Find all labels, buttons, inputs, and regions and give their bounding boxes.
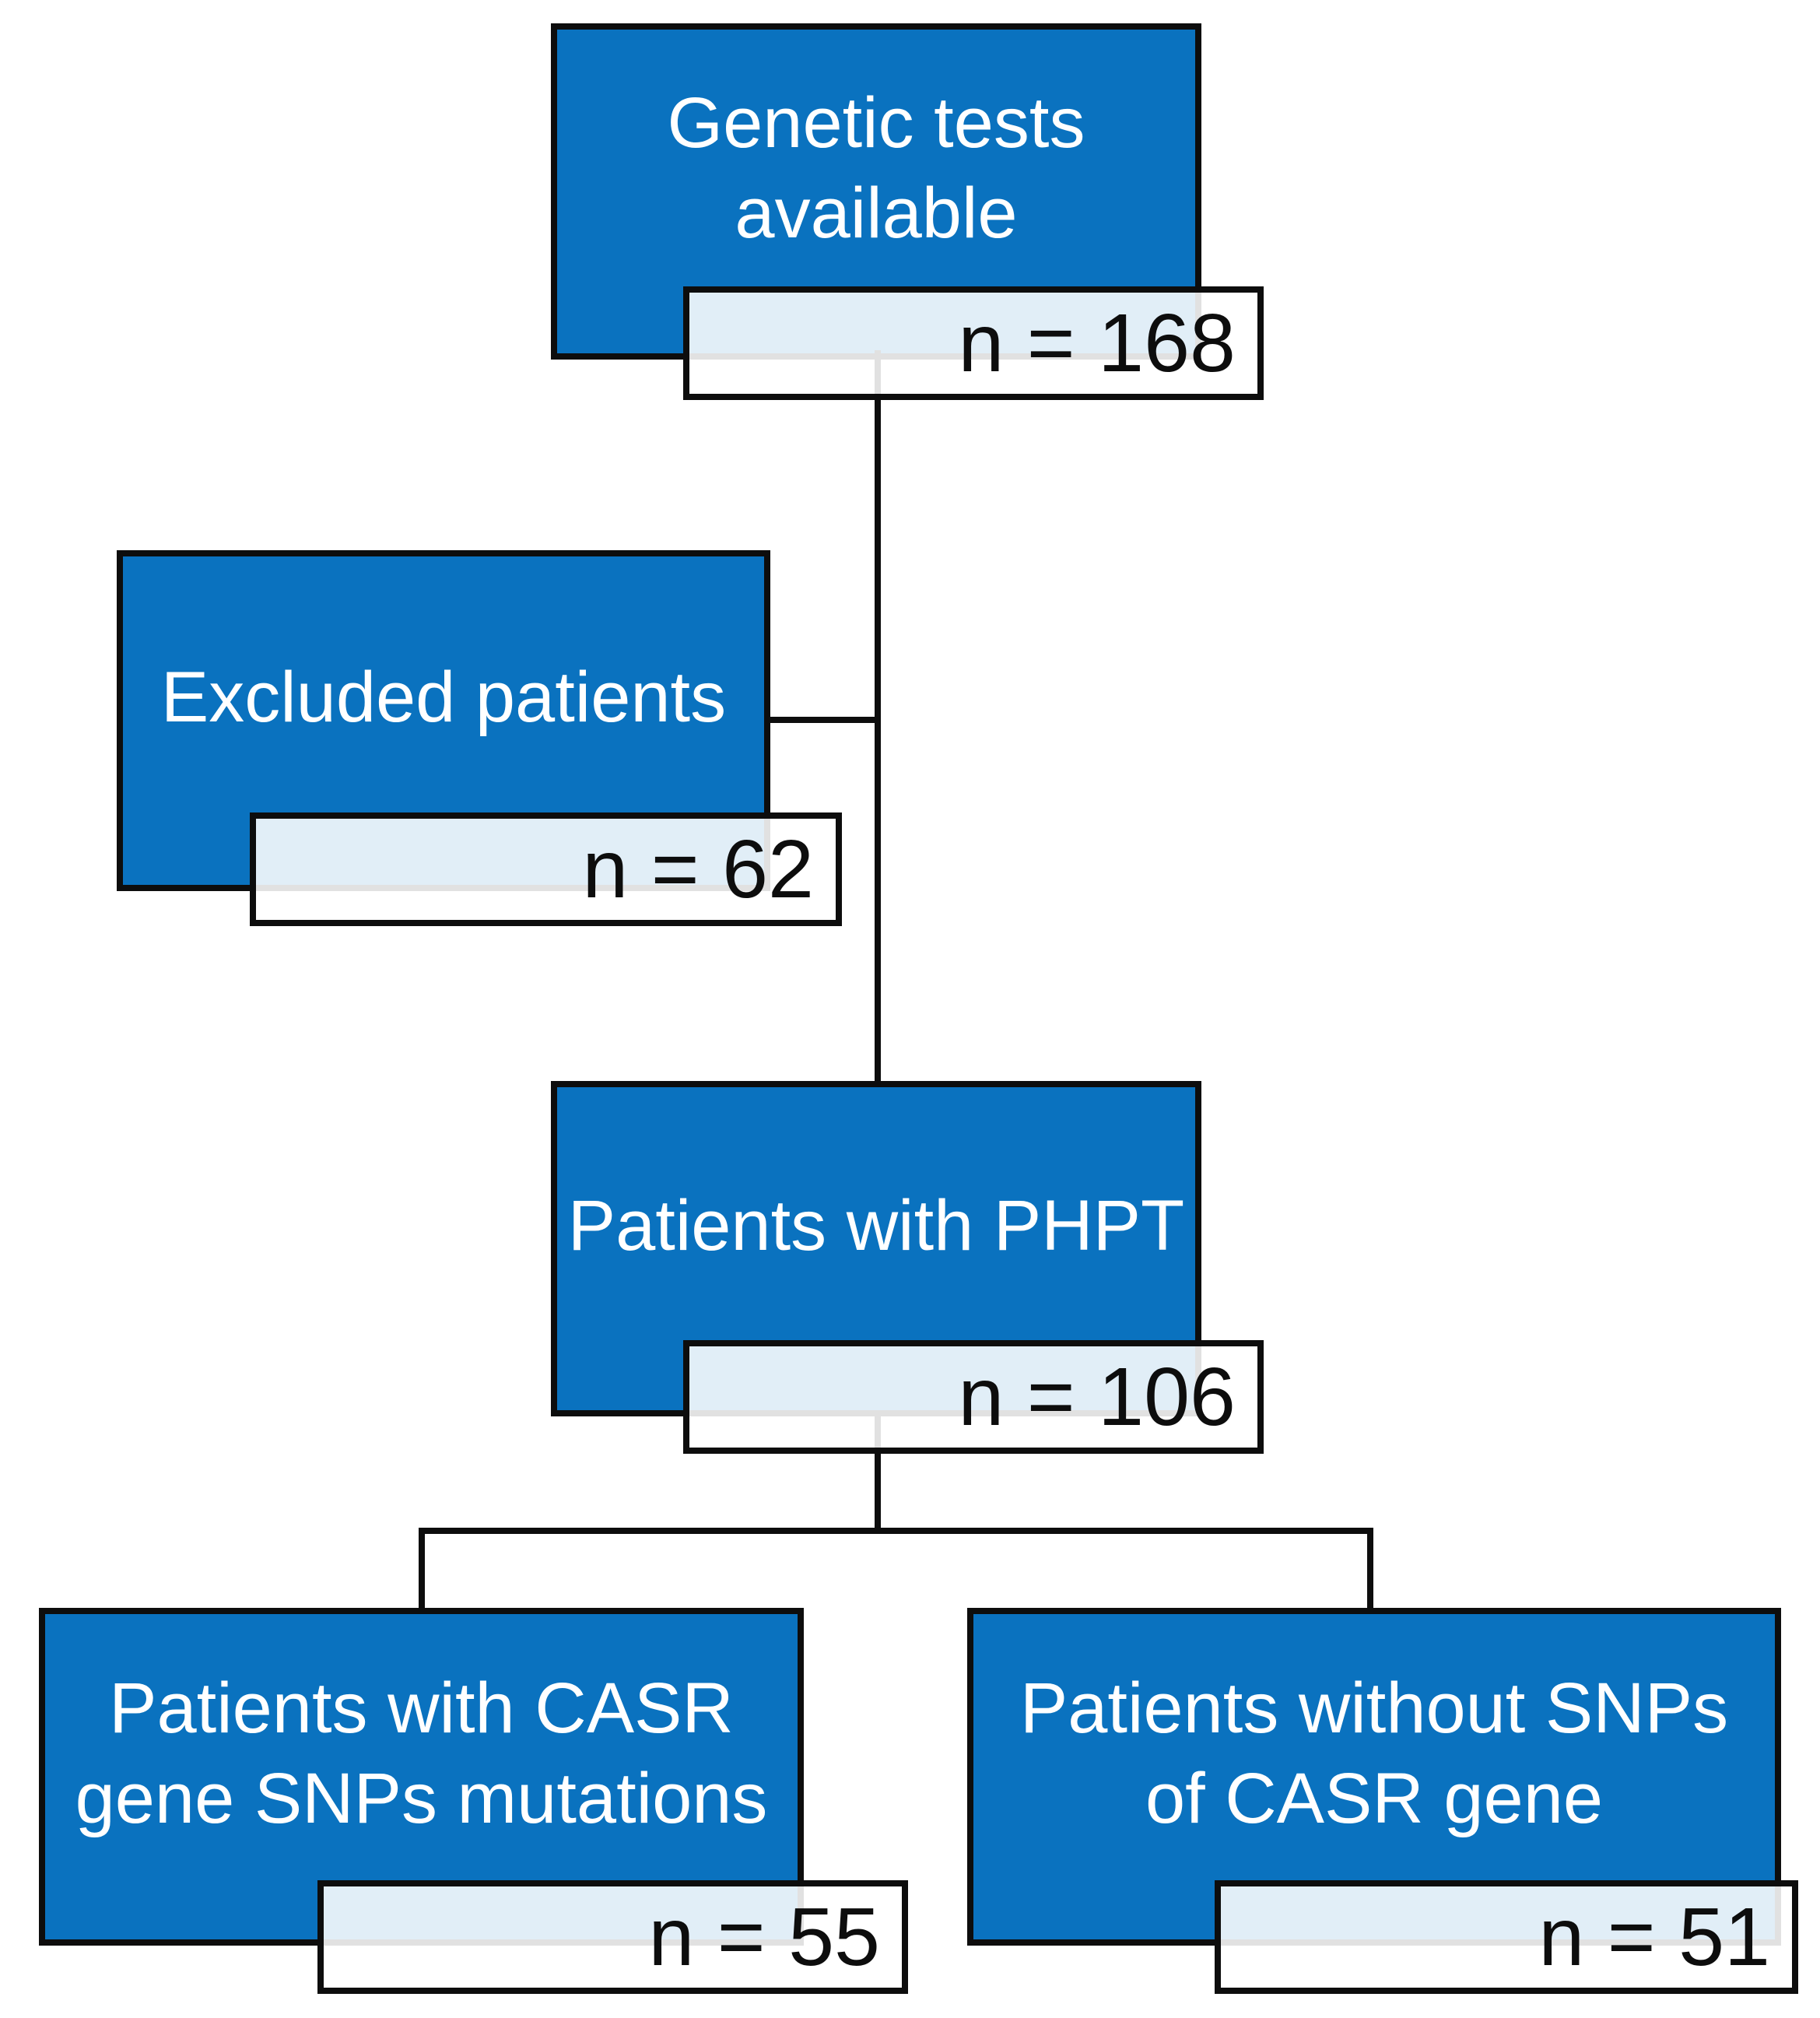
count-badge-without-snps: n = 51 bbox=[1215, 1880, 1798, 1994]
connector-excluded-branch bbox=[766, 717, 881, 723]
count-label: n = 106 bbox=[958, 1351, 1236, 1443]
connector-split-left-leg bbox=[419, 1528, 425, 1613]
connector-split-right-leg bbox=[1367, 1528, 1373, 1613]
connector-phpt-to-split bbox=[875, 1410, 881, 1534]
count-label: n = 55 bbox=[648, 1891, 880, 1983]
node-label-line: Excluded patients bbox=[160, 658, 727, 737]
node-label-line: Patients with CASR bbox=[109, 1669, 734, 1748]
node-label-line: of CASR gene bbox=[1145, 1759, 1604, 1838]
count-label: n = 62 bbox=[582, 823, 814, 915]
count-badge-phpt: n = 106 bbox=[683, 1340, 1264, 1454]
count-label: n = 51 bbox=[1538, 1891, 1770, 1983]
count-badge-genetic-tests: n = 168 bbox=[683, 286, 1264, 400]
node-label-line: Patients with PHPT bbox=[567, 1185, 1185, 1265]
node-label-line: Patients without SNPs bbox=[1019, 1669, 1729, 1748]
node-label-line: gene SNPs mutations bbox=[75, 1759, 768, 1838]
node-label-line: Genetic tests bbox=[667, 83, 1085, 163]
count-badge-excluded: n = 62 bbox=[250, 812, 842, 926]
connector-split-horizontal bbox=[419, 1528, 1373, 1534]
count-label: n = 168 bbox=[958, 297, 1236, 389]
node-label-line: available bbox=[735, 174, 1018, 253]
count-badge-casr-snps: n = 55 bbox=[317, 1880, 908, 1994]
